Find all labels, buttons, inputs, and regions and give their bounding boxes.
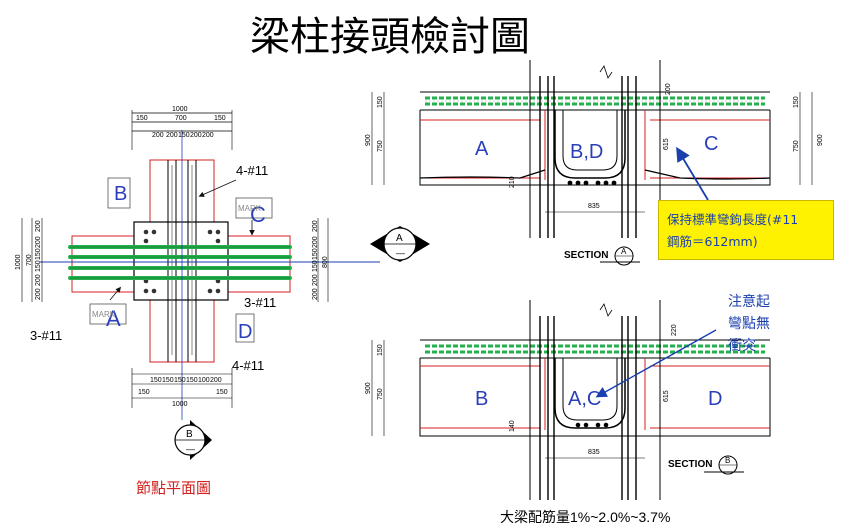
plan-left-dims: 1000 700 200 200 150 150 200 200 — [15, 218, 43, 302]
plan-left-dim-4: 150 — [35, 260, 42, 272]
section-a-zone-left: A — [475, 138, 489, 160]
plan-left-dim-2: 200 — [35, 236, 42, 248]
plan-top-sub-4: 200 — [190, 132, 202, 139]
plan-section-b-letter: B — [186, 429, 193, 440]
plan-rebar-right: 3-#11 — [244, 295, 276, 310]
section-a-dim-total-right: 900 — [817, 134, 824, 146]
section-b-view: 900 150 750 615 835 220 140 B A,C D SECT… — [365, 300, 771, 500]
plan-right-dim-6: 200 — [312, 288, 319, 300]
svg-text:—: — — [186, 444, 195, 454]
plan-top-sub-1: 200 — [152, 132, 164, 139]
section-b-letter: B — [725, 456, 730, 465]
plan-right-dim-4: 150 — [312, 260, 319, 272]
plan-left-dim-5: 200 — [35, 274, 42, 286]
plan-left-mid: 700 — [26, 254, 33, 266]
svg-text:150: 150 — [138, 389, 150, 396]
section-b-zone-left: B — [475, 388, 488, 410]
svg-text:150: 150 — [216, 389, 228, 396]
plan-top-total: 1000 — [172, 106, 188, 113]
plan-right-dim-5: 200 — [312, 274, 319, 286]
joint-plan-view: 1000 150 700 150 200 200 150 200 200 — [15, 106, 430, 497]
section-b-zone-right: D — [708, 388, 722, 410]
plan-section-marker-b: B — — [174, 420, 212, 460]
section-b-dim-total: 900 — [365, 382, 372, 394]
plan-right-mid: 800 — [322, 256, 329, 268]
section-a-dim-slab-right: 150 — [793, 96, 800, 108]
plan-left-total: 1000 — [15, 254, 22, 270]
plan-right-dim-2: 200 — [312, 236, 319, 248]
section-b-dim-hook: 615 — [663, 390, 670, 402]
section-b-dim-side: 140 — [509, 420, 516, 432]
plan-bottom-part-5: 100 — [198, 377, 210, 384]
plan-right-dim-3: 150 — [312, 248, 319, 260]
section-a-dim-slab: 150 — [377, 96, 384, 108]
plan-left-dim-3: 150 — [35, 248, 42, 260]
plan-label-b: B — [114, 183, 127, 205]
section-a-letter: A — [621, 247, 627, 256]
plan-bottom-part-6: 200 — [210, 377, 222, 384]
section-a-dim-top: 200 — [665, 83, 672, 95]
section-a-dim-side: 210 — [509, 176, 516, 188]
svg-text:—: — — [396, 248, 405, 258]
plan-label-a: A — [106, 306, 121, 331]
section-a-dim-total: 900 — [365, 134, 372, 146]
plan-left-dim-1: 200 — [35, 220, 42, 232]
section-a-dim-hook: 615 — [663, 138, 670, 150]
plan-rebar-bottom: 4-#11 — [232, 358, 264, 373]
plan-bottom-part-1: 150 — [150, 377, 162, 384]
section-b-dim-top: 220 — [671, 324, 678, 336]
section-a-zone-mid: B,D — [570, 141, 603, 163]
section-b-dim-width: 835 — [588, 449, 600, 456]
section-b-dim-slab: 150 — [377, 344, 384, 356]
plan-rebar-top: 4-#11 — [236, 163, 268, 178]
plan-label-c: C — [250, 202, 266, 227]
plan-bottom-total: 1000 — [172, 401, 188, 408]
svg-text:注意起: 注意起 — [728, 293, 770, 309]
plan-left-dim-6: 200 — [35, 288, 42, 300]
svg-text:SECTION: SECTION — [668, 459, 712, 470]
plan-top-part-1: 150 — [136, 115, 148, 122]
plan-top-sub-5: 200 — [202, 132, 214, 139]
plan-bottom-part-2: 150 — [162, 377, 174, 384]
svg-text:SECTION: SECTION — [564, 250, 608, 261]
plan-top-sub-3: 150 — [178, 132, 190, 139]
svg-text:彎點無: 彎點無 — [728, 315, 770, 331]
plan-mark-bottom: MARK — [92, 310, 116, 319]
plan-top-dims: 1000 150 700 150 200 200 150 200 200 — [131, 106, 233, 150]
plan-rebar-left: 3-#11 — [30, 328, 62, 343]
plan-mark-top: MARK — [238, 204, 262, 213]
plan-right-dims: 800 200 200 150 150 200 200 — [312, 218, 329, 302]
section-a-dim-width: 835 — [588, 203, 600, 210]
plan-label-d: D — [238, 321, 252, 343]
reinforcement-ratio-note: 大梁配筋量1%~2.0%~3.7% — [500, 509, 670, 525]
section-a-label: SECTION A — [564, 246, 640, 266]
plan-caption: 節點平面圖 — [136, 479, 211, 497]
hook-length-note: 保持標準彎鉤長度(#11 鋼筋＝612mm) — [658, 200, 834, 260]
section-b-label: SECTION B — [668, 455, 744, 475]
plan-bottom-part-4: 150 — [186, 377, 198, 384]
plan-section-a-letter: A — [396, 233, 403, 244]
plan-bottom-part-3: 150 — [174, 377, 186, 384]
section-b-zone-mid: A,C — [568, 388, 601, 410]
plan-right-dim-1: 200 — [312, 220, 319, 232]
section-a-view: 900 150 750 150 750 900 615 835 200 210 … — [365, 60, 824, 266]
section-b-dim-beam: 750 — [377, 388, 384, 400]
section-a-zone-right: C — [704, 133, 718, 155]
page-title: 梁柱接頭檢討圖 — [250, 14, 530, 60]
plan-top-part-2: 700 — [175, 115, 187, 122]
section-a-dim-beam: 750 — [377, 140, 384, 152]
plan-bottom-dims: 150 150 150 150 100 200 1000 150 150 — [131, 368, 233, 408]
section-a-dim-beam-right: 750 — [793, 140, 800, 152]
plan-top-sub-2: 200 — [166, 132, 178, 139]
plan-section-marker-a: A — — [370, 226, 430, 262]
svg-text:衝突: 衝突 — [728, 337, 756, 353]
plan-top-part-3: 150 — [214, 115, 226, 122]
hook-note-line-2: 鋼筋＝612mm) — [667, 234, 758, 249]
bend-point-note: 注意起 彎點無 衝突 — [728, 293, 770, 353]
hook-note-line-1: 保持標準彎鉤長度(#11 — [667, 212, 799, 227]
